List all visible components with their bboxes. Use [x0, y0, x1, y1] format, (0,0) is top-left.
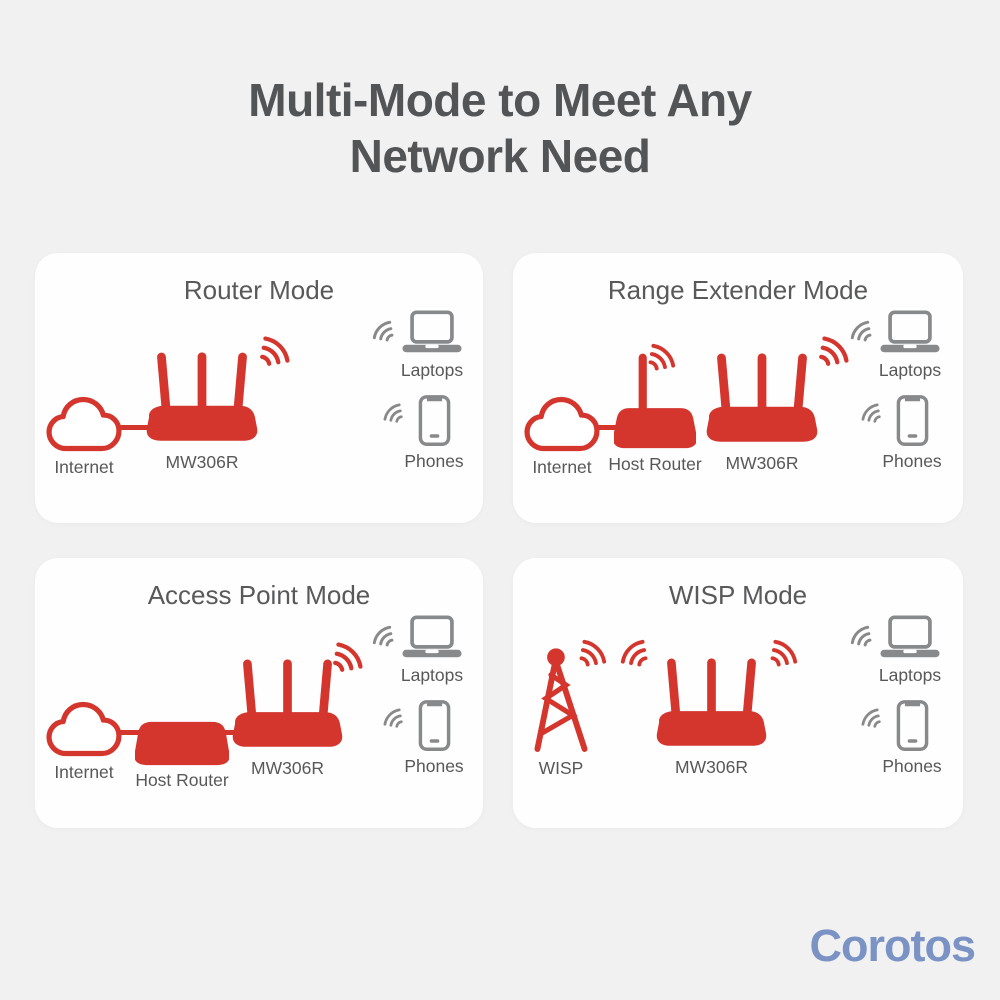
internet-cloud-node: Internet	[45, 700, 123, 782]
phone-icon	[418, 699, 451, 752]
mw306r-label: MW306R	[251, 758, 324, 778]
laptops-node: Laptops	[874, 615, 946, 685]
wifi-icon	[380, 704, 406, 732]
wire-internet-to-host-router	[593, 425, 625, 430]
wisp-label: WISP	[538, 758, 584, 778]
wisp-mode-diagram: WISP MW306R Laptops Phones	[513, 558, 963, 828]
laptops-label: Laptops	[878, 360, 942, 380]
wifi-icon	[380, 399, 406, 427]
page-title-line2: Network Need	[349, 130, 651, 183]
wifi-icon	[766, 635, 802, 671]
wifi-icon	[858, 399, 884, 427]
panel-wisp-mode: WISP Mode WISP MW306R Laptops Phones	[513, 558, 963, 828]
laptop-icon	[401, 310, 463, 356]
laptop-icon	[401, 615, 463, 661]
laptops-label: Laptops	[878, 665, 942, 685]
mw306r-label: MW306R	[165, 452, 239, 472]
wifi-icon	[255, 331, 295, 371]
wifi-icon	[644, 339, 680, 375]
panel-router-mode: Router Mode Internet MW306R Laptops Phon…	[35, 253, 483, 523]
panel-access-point-mode: Access Point Mode Internet Host Router M…	[35, 558, 483, 828]
mw306r-router-node: MW306R	[231, 655, 344, 778]
page-title: Multi-Mode to Meet Any Network Need	[0, 0, 1000, 184]
laptops-node: Laptops	[396, 615, 468, 685]
panel-title: Access Point Mode	[147, 580, 371, 610]
internet-cloud-icon	[45, 700, 123, 758]
wifi-icon	[369, 316, 397, 346]
host-router-box-icon	[135, 719, 229, 768]
wifi-icon	[575, 635, 611, 671]
phone-icon	[418, 394, 451, 447]
phones-node: Phones	[882, 394, 942, 471]
internet-cloud-node: Internet	[45, 395, 123, 477]
internet-label: Internet	[54, 762, 114, 782]
wifi-icon	[328, 637, 368, 677]
router-icon	[705, 349, 819, 447]
wisp-tower-node: WISP	[529, 646, 593, 778]
range-extender-mode-diagram: Internet Host Router MW306R Laptops Phon…	[513, 253, 963, 523]
panel-range-extender-mode: Range Extender Mode Internet Host Router…	[513, 253, 963, 523]
page-title-line1: Multi-Mode to Meet Any	[248, 74, 752, 126]
laptop-icon	[879, 615, 941, 661]
mw306r-router-node: MW306R	[145, 348, 259, 472]
panel-title: Router Mode	[183, 275, 335, 305]
phones-label: Phones	[882, 451, 942, 471]
phones-label: Phones	[404, 756, 464, 776]
mode-panels-grid: Router Mode Internet MW306R Laptops Phon…	[35, 253, 963, 828]
panel-title: WISP Mode	[668, 580, 808, 610]
router-icon	[655, 654, 768, 751]
internet-label: Internet	[532, 457, 592, 477]
wifi-icon	[847, 621, 875, 651]
host-router-node: Host Router	[135, 719, 229, 790]
wifi-icon	[858, 704, 884, 732]
phones-node: Phones	[404, 394, 464, 471]
phone-icon	[896, 394, 929, 447]
laptop-icon	[879, 310, 941, 356]
wifi-icon	[369, 621, 397, 651]
router-icon	[145, 348, 259, 446]
host-router-node: Host Router	[608, 350, 702, 474]
laptops-label: Laptops	[400, 360, 464, 380]
panel-title: Range Extender Mode	[607, 275, 869, 305]
internet-label: Internet	[54, 457, 114, 477]
wifi-icon	[847, 316, 875, 346]
phones-node: Phones	[404, 699, 464, 776]
host-router-label: Host Router	[608, 454, 702, 474]
mw306r-label: MW306R	[725, 453, 799, 473]
mw306r-router-node: MW306R	[655, 654, 768, 777]
phones-label: Phones	[404, 451, 464, 471]
laptops-node: Laptops	[396, 310, 468, 380]
phones-node: Phones	[882, 699, 942, 776]
internet-cloud-icon	[45, 395, 123, 453]
laptops-node: Laptops	[874, 310, 946, 380]
laptops-label: Laptops	[400, 665, 464, 685]
internet-cloud-icon	[523, 395, 601, 453]
mw306r-router-node: MW306R	[705, 349, 819, 473]
wire-internet-to-router	[119, 425, 161, 430]
corotos-watermark: Corotos	[809, 920, 976, 971]
wifi-icon	[616, 635, 652, 671]
access-point-mode-diagram: Internet Host Router MW306R Laptops Phon…	[35, 558, 483, 828]
phones-label: Phones	[882, 756, 942, 776]
mw306r-label: MW306R	[675, 757, 748, 777]
host-router-label: Host Router	[135, 770, 229, 790]
phone-icon	[896, 699, 929, 752]
router-mode-diagram: Internet MW306R Laptops Phones	[35, 253, 483, 523]
internet-cloud-node: Internet	[523, 395, 601, 477]
